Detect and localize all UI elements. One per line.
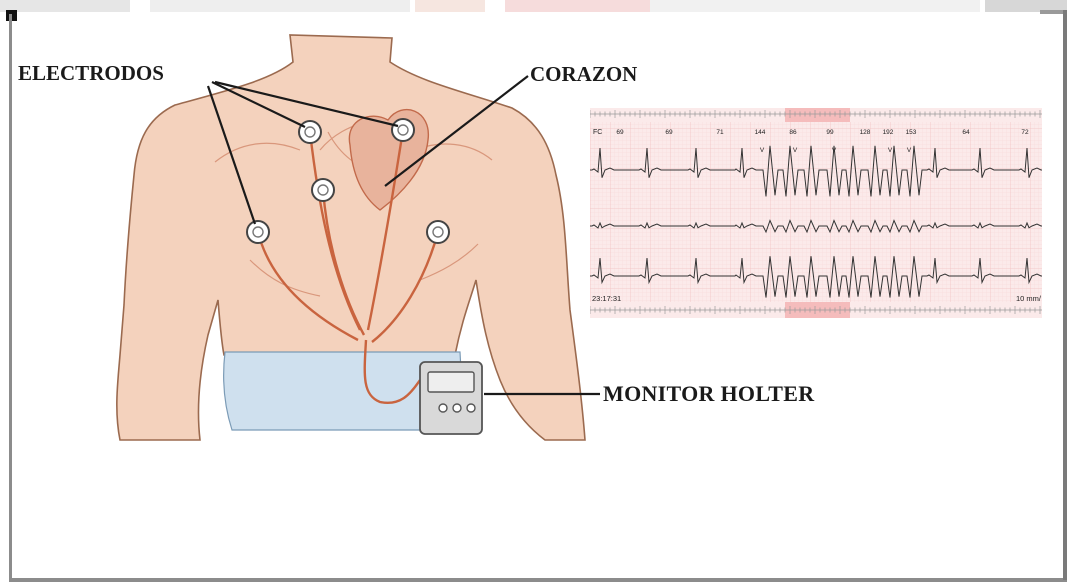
ecg-rate-value: 128 <box>860 129 871 136</box>
ecg-rate-value: 86 <box>789 129 797 136</box>
ecg-beat-marker: V <box>907 147 912 154</box>
ecg-rate-value: 192 <box>883 129 894 136</box>
ecg-rate-value: 64 <box>962 129 970 136</box>
ecg-rate-value: 69 <box>665 129 673 136</box>
ecg-beat-marker: V <box>888 147 893 154</box>
ecg-rate-value: 144 <box>755 129 766 136</box>
ecg-rate-value: 71 <box>716 129 724 136</box>
ecg-scale: 10 mm/ <box>1016 294 1042 303</box>
ecg-rate-value: 69 <box>616 129 624 136</box>
ecg-rate-value: 72 <box>1021 129 1029 136</box>
label-holter-monitor: MONITOR HOLTER <box>603 381 814 407</box>
label-electrodes: ELECTRODOS <box>18 61 164 86</box>
ecg-beat-marker: V <box>760 147 765 154</box>
ecg-rate-value: 99 <box>826 129 834 136</box>
ecg-rate-value: 153 <box>906 129 917 136</box>
label-heart: CORAZON <box>530 62 637 87</box>
ecg-timestamp: 23:17:31 <box>592 294 621 303</box>
ecg-beat-marker: V <box>793 147 798 154</box>
ecg-heart-rate-label: FC <box>593 129 602 136</box>
holter-monitor <box>420 362 482 434</box>
